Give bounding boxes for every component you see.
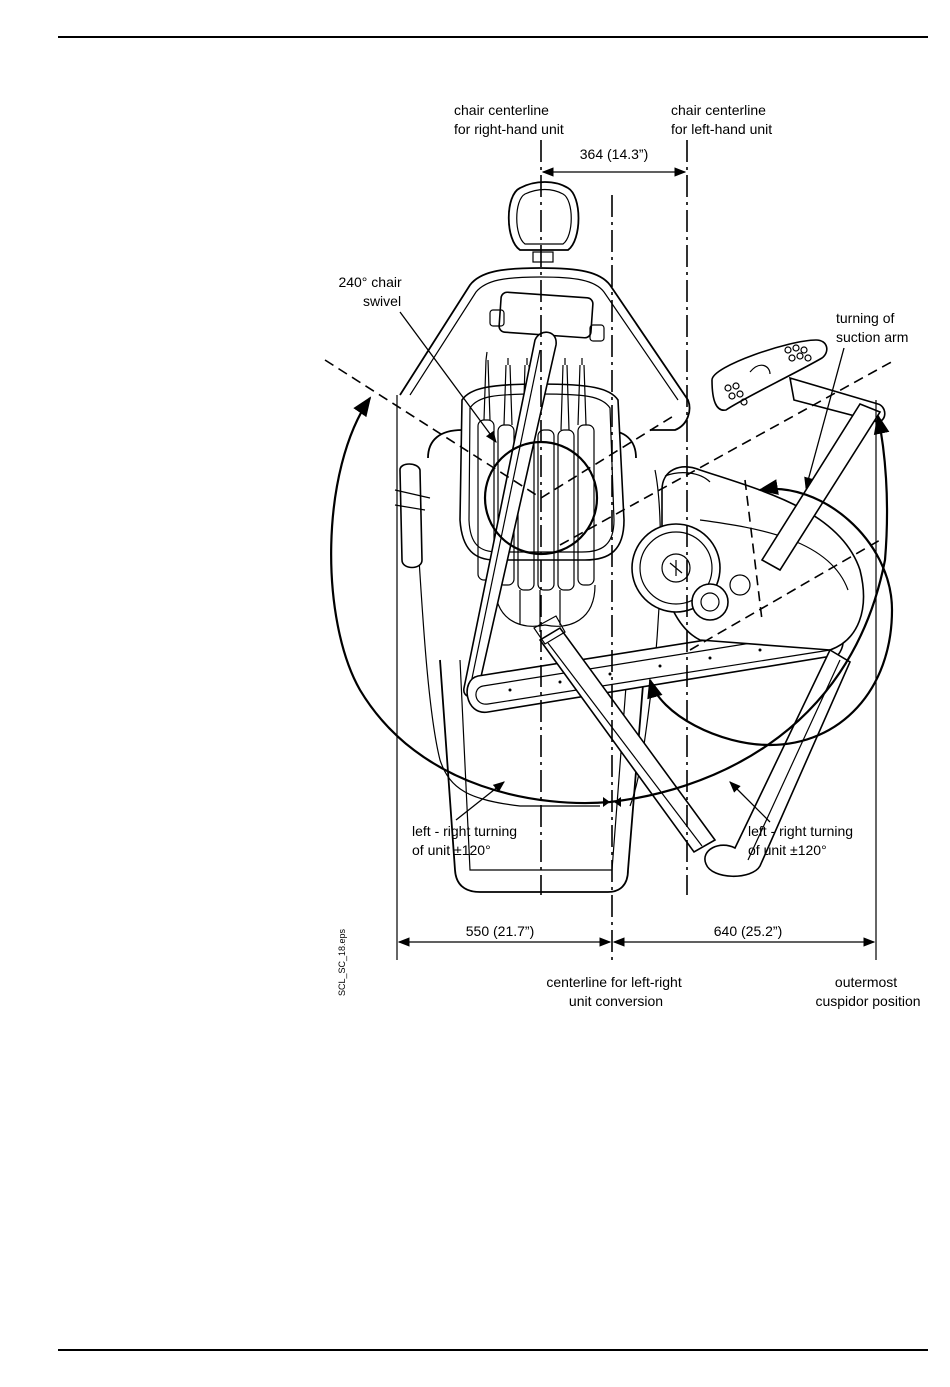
file-id-label: SCL_SC_18.eps	[337, 928, 347, 996]
label-cuspidor-position: outermost cuspidor position	[815, 974, 920, 1009]
dimension-top-label: 364 (14.3”)	[580, 146, 648, 162]
suction-turning-arc	[647, 479, 894, 747]
label-chair-centerline-left: chair centerline for left-hand unit	[671, 102, 772, 137]
seat	[439, 659, 646, 893]
label-turning-right: left - right turning of unit ±120°	[748, 823, 857, 858]
holder-right	[784, 344, 812, 362]
label-chair-centerline-right: chair centerline for right-hand unit	[454, 102, 564, 137]
label-turning-left: left - right turning of unit ±120°	[412, 823, 521, 858]
table-handle	[498, 291, 594, 339]
label-suction-arm: turning of suction arm	[836, 310, 908, 345]
label-chair-swivel: 240° chair swivel	[338, 274, 405, 309]
dimension-bottom-left-label: 550 (21.7”)	[466, 923, 534, 939]
headrest	[507, 181, 580, 251]
label-centerline-conversion: centerline for left-right unit conversio…	[546, 974, 685, 1009]
top-rule	[58, 36, 928, 38]
bottom-rule	[58, 1349, 928, 1351]
dimension-bottom-right-label: 640 (25.2”)	[714, 923, 782, 939]
chair-swivel-circle	[483, 440, 599, 556]
